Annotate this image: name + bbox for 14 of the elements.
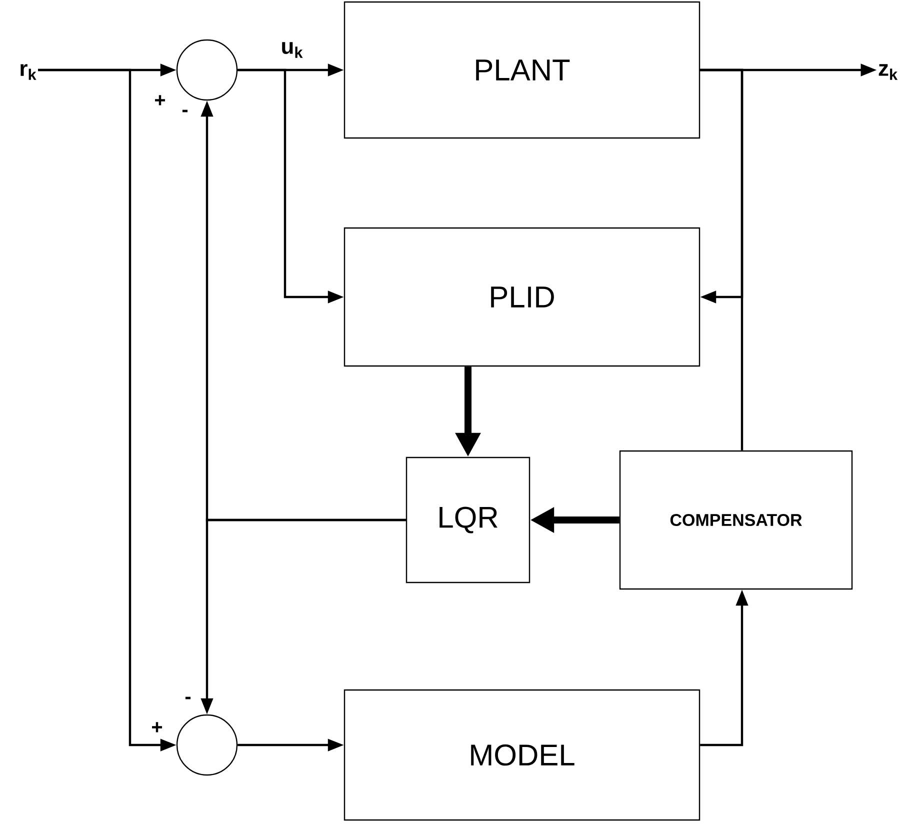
process-box: PLANT [344,1,700,139]
summing-junction [176,714,238,776]
process-box: COMPENSATOR [619,450,853,590]
signal-label: z$_{k}$ [878,64,898,80]
signal-label: r$_{k}$ [20,64,36,80]
process-box: MODEL [344,689,700,821]
sign-label: - [185,696,191,700]
edge-label: u$_{k}$ [282,42,303,58]
sign-label: - [182,110,188,112]
sign-label: + [155,95,166,106]
process-box: LQR [406,456,530,584]
process-box: PLID [344,227,700,367]
summing-junction [176,39,238,101]
sign-label: + [152,722,162,732]
